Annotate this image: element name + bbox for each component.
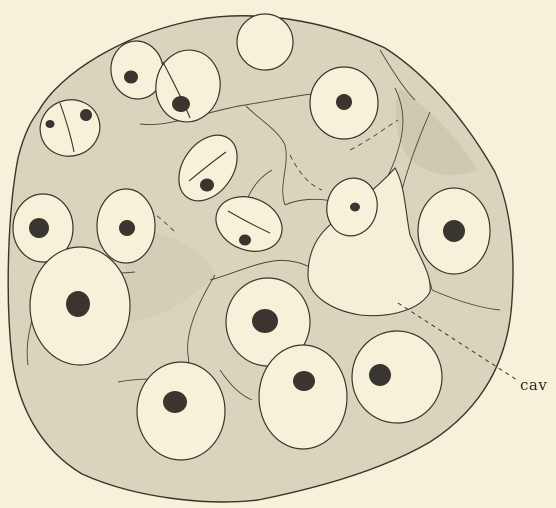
nucleus — [80, 109, 92, 121]
cell — [352, 331, 442, 423]
nucleus — [119, 220, 135, 236]
cell — [259, 345, 347, 449]
nucleus — [124, 71, 138, 84]
cell — [237, 14, 293, 70]
nucleus — [239, 235, 251, 246]
nucleus — [369, 364, 391, 386]
cavity-label: cav — [520, 376, 547, 394]
nucleus — [200, 179, 214, 192]
nucleus — [252, 309, 278, 333]
nucleus — [350, 203, 360, 212]
nucleus — [163, 391, 187, 413]
nucleus — [293, 371, 315, 391]
nucleus — [46, 120, 55, 128]
nucleus — [172, 96, 190, 112]
nucleus — [29, 218, 49, 238]
nucleus — [443, 220, 465, 242]
nucleus — [336, 94, 352, 110]
nucleus — [66, 291, 90, 317]
